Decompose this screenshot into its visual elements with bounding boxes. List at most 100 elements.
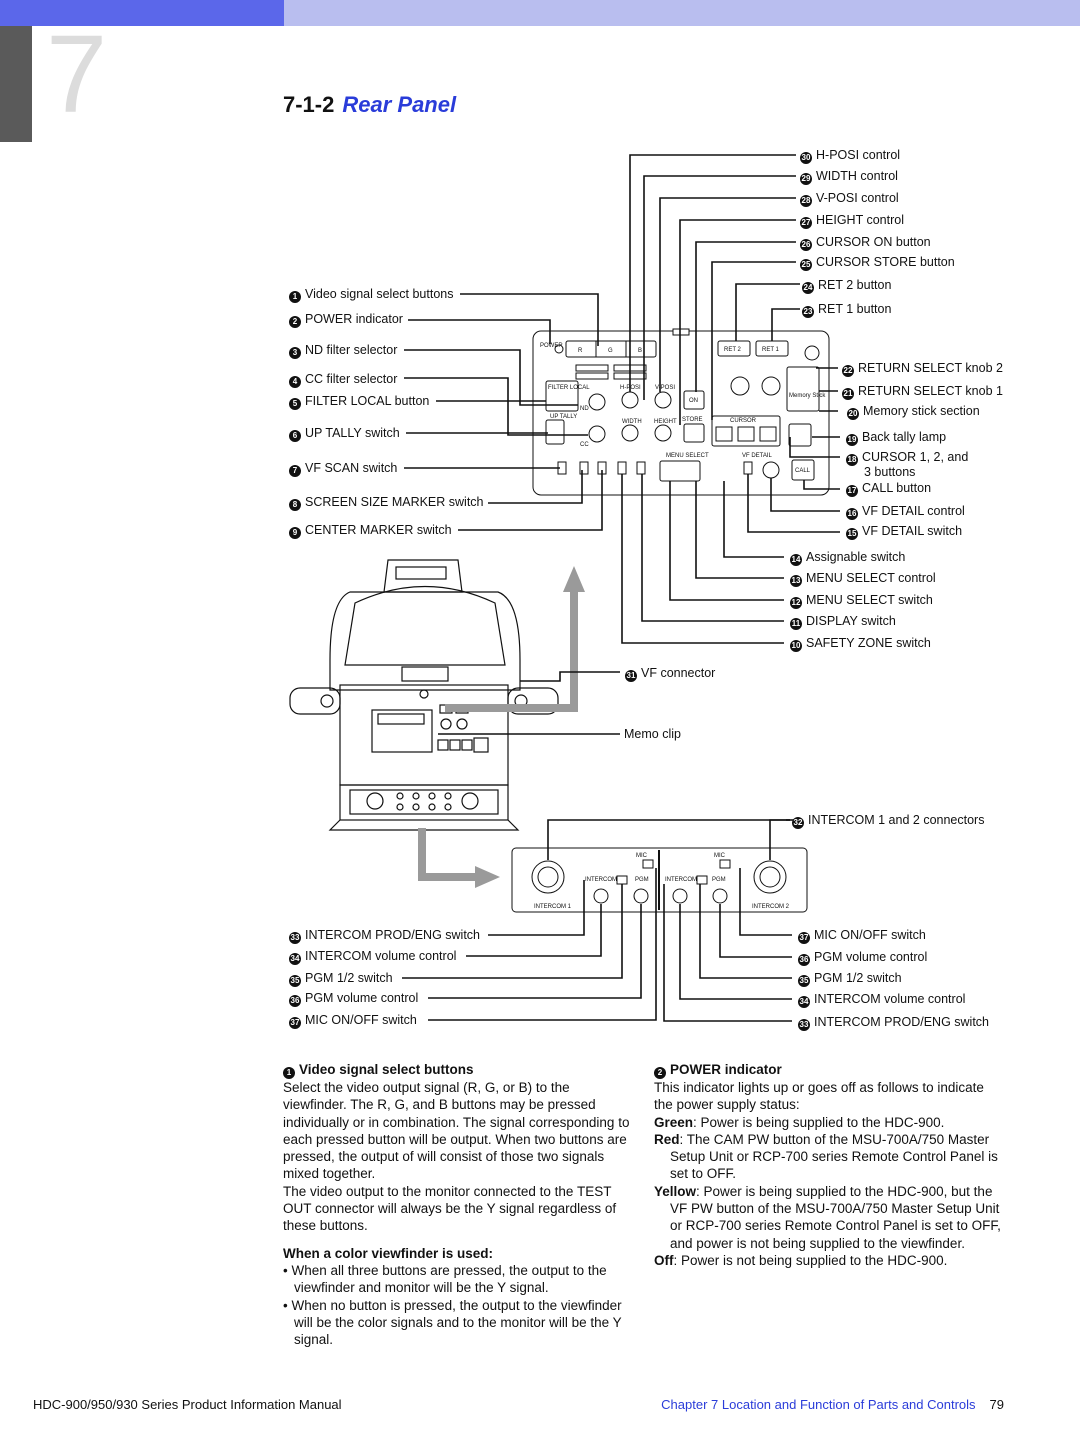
panel-text: POWER R G B RET 2 RET 1 FILTER LOCAL ND … bbox=[540, 343, 826, 474]
intercom-panel-text: INTERCOM 1 INTERCOM 2 MIC MIC INTERCOM P… bbox=[534, 853, 790, 910]
svg-text:V-POSI: V-POSI bbox=[655, 385, 675, 391]
svg-text:WIDTH: WIDTH bbox=[622, 419, 642, 425]
svg-text:STORE: STORE bbox=[682, 417, 703, 423]
svg-text:PGM: PGM bbox=[712, 877, 726, 883]
svg-text:FILTER LOCAL: FILTER LOCAL bbox=[548, 385, 590, 391]
svg-text:MIC: MIC bbox=[714, 853, 726, 859]
svg-text:RET 1: RET 1 bbox=[762, 347, 780, 353]
arrows bbox=[418, 566, 585, 888]
status-off: Off: Power is not being supplied to the … bbox=[654, 1252, 948, 1268]
status-yellow: Yellow: Power is being supplied to the H… bbox=[654, 1183, 1001, 1251]
svg-text:CALL: CALL bbox=[795, 468, 811, 474]
svg-text:INTERCOM: INTERCOM bbox=[665, 877, 697, 883]
footer-chapter: Chapter 7 Location and Function of Parts… bbox=[661, 1397, 1004, 1412]
page-title: 7-1-2 Rear Panel bbox=[283, 92, 456, 118]
camera-rear-drawing bbox=[289, 559, 559, 831]
svg-text:CURSOR: CURSOR bbox=[730, 418, 757, 424]
callout-18-cont: 3 buttons bbox=[864, 465, 916, 479]
svg-text:INTERCOM 1: INTERCOM 1 bbox=[534, 904, 572, 910]
paragraph: Select the video output signal (R, G, or… bbox=[283, 1080, 630, 1182]
paragraph: The video output to the monitor connecte… bbox=[283, 1183, 617, 1234]
svg-text:Memory Stick: Memory Stick bbox=[789, 393, 826, 399]
svg-text:R: R bbox=[578, 348, 583, 354]
bullet: • When no button is pressed, the output … bbox=[283, 1297, 622, 1348]
intercom-panel-drawing bbox=[511, 847, 808, 913]
chapter-side-tab bbox=[0, 26, 32, 142]
header-bar bbox=[284, 0, 1080, 26]
status-red: Red: The CAM PW button of the MSU-700A/7… bbox=[654, 1131, 998, 1182]
svg-text:ON: ON bbox=[689, 398, 698, 404]
callout-memo-clip: Memo clip bbox=[624, 727, 681, 741]
svg-text:MIC: MIC bbox=[636, 853, 648, 859]
svg-text:G: G bbox=[608, 348, 613, 354]
section-title: Rear Panel bbox=[342, 92, 457, 117]
svg-text:MENU SELECT: MENU SELECT bbox=[666, 453, 709, 459]
status-green: Green: Power is being supplied to the HD… bbox=[654, 1114, 945, 1130]
svg-text:UP TALLY: UP TALLY bbox=[550, 414, 577, 420]
header-bar-accent bbox=[0, 0, 284, 26]
svg-text:B: B bbox=[638, 348, 642, 354]
paragraph: This indicator lights up or goes off as … bbox=[654, 1080, 984, 1113]
footer-manual-title: HDC-900/950/930 Series Product Informati… bbox=[33, 1397, 342, 1412]
svg-text:INTERCOM: INTERCOM bbox=[585, 877, 617, 883]
svg-text:HEIGHT: HEIGHT bbox=[654, 419, 677, 425]
bullet: • When all three buttons are pressed, th… bbox=[283, 1262, 607, 1296]
page-number: 79 bbox=[989, 1397, 1004, 1412]
svg-text:POWER: POWER bbox=[540, 343, 563, 349]
svg-text:ND: ND bbox=[580, 406, 589, 412]
svg-text:RET 2: RET 2 bbox=[724, 347, 742, 353]
svg-text:CC: CC bbox=[580, 442, 589, 448]
chapter-number: 7 bbox=[46, 13, 108, 136]
rear-panel-diagram: POWER R G B RET 2 RET 1 FILTER LOCAL ND … bbox=[289, 154, 840, 1022]
section-number: 7-1-2 bbox=[283, 92, 335, 117]
subheading: When a color viewfinder is used: bbox=[283, 1245, 494, 1261]
svg-text:INTERCOM 2: INTERCOM 2 bbox=[752, 904, 790, 910]
svg-text:VF DETAIL: VF DETAIL bbox=[742, 453, 773, 459]
